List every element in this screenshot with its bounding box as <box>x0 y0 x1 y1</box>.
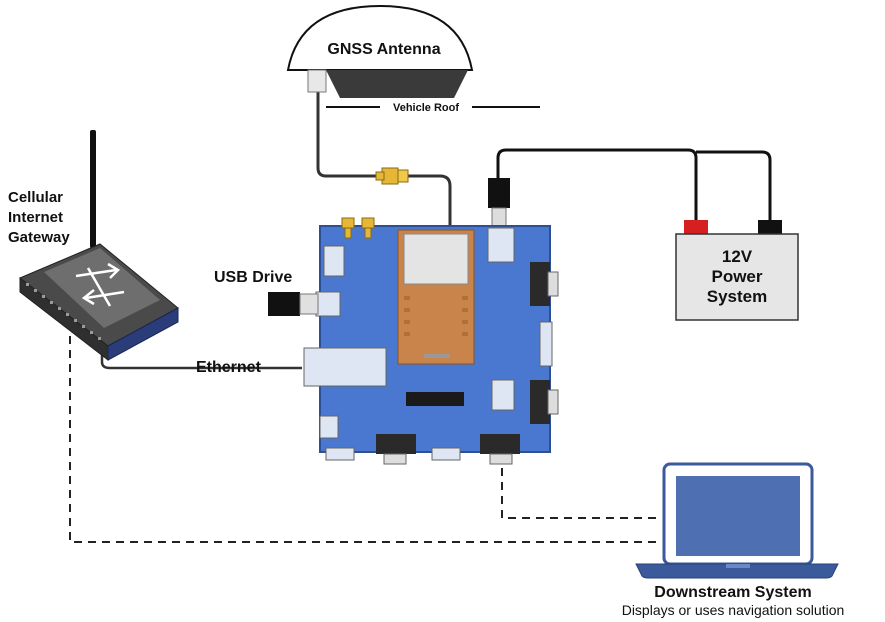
power-label-line3: System <box>707 287 767 306</box>
serial-port-bottom-left <box>376 434 416 454</box>
gnss-module-shield <box>403 233 469 285</box>
receiver-board <box>303 217 559 465</box>
negative-terminal <box>758 220 782 234</box>
power-cable-positive <box>496 148 698 222</box>
usb-port <box>315 291 341 317</box>
serial-port-right-bottom <box>530 380 550 424</box>
gateway-label-line3: Gateway <box>8 229 70 246</box>
rf-connector-left <box>341 217 355 239</box>
gnss-antenna: GNSS Antenna <box>286 4 474 98</box>
board-chip <box>406 392 464 406</box>
usb-drive <box>268 292 319 316</box>
serial-link <box>501 468 660 519</box>
serial-port-right-top <box>530 262 550 306</box>
power-label-line1: 12V <box>722 247 753 266</box>
power-plug <box>488 178 510 227</box>
antenna-connector <box>307 69 327 93</box>
laptop <box>635 462 839 579</box>
serial-port-bottom-right <box>480 434 520 454</box>
ethernet-label: Ethernet <box>196 359 262 376</box>
rf-connector-right <box>361 217 375 239</box>
power-jack <box>487 227 515 263</box>
downstream-system-title: Downstream System <box>654 584 811 601</box>
gateway-label-line2: Internet <box>8 209 63 226</box>
ethernet-port <box>303 347 387 387</box>
ethernet-cable <box>100 352 302 370</box>
power-label-line2: Power <box>711 267 762 286</box>
gateway-antenna <box>90 130 96 248</box>
usb-drive-label: USB Drive <box>214 269 292 286</box>
downstream-system-subtitle: Displays or uses navigation solution <box>622 602 845 618</box>
coax-connector <box>375 167 409 185</box>
vehicle-roof-label: Vehicle Roof <box>393 102 459 114</box>
gnss-antenna-label: GNSS Antenna <box>327 41 440 58</box>
laptop-screen <box>676 476 800 556</box>
power-system: 12V Power System <box>675 220 799 321</box>
positive-terminal <box>684 220 708 234</box>
cellular-gateway: Cellular Internet Gateway <box>8 130 179 362</box>
power-cable-negative <box>696 150 772 222</box>
gateway-arrows-icon <box>75 262 125 307</box>
gateway-label-line1: Cellular <box>8 189 63 206</box>
